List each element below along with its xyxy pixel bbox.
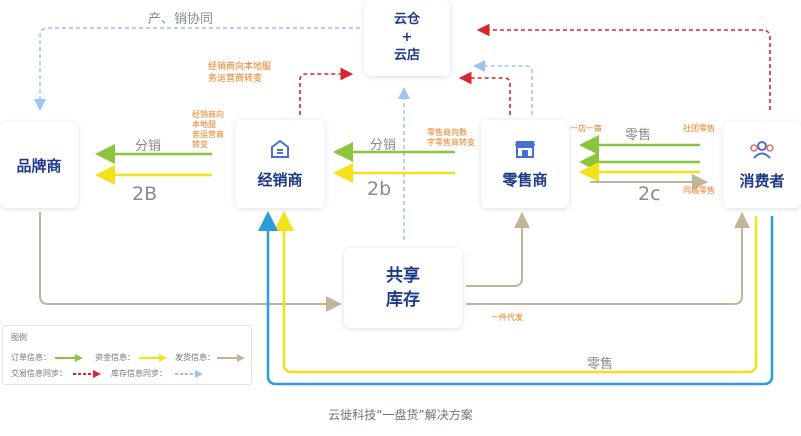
dist-side-note-line: 务运营商 (192, 130, 224, 139)
retail-side-note-line: 零售商向数 (427, 128, 467, 137)
ship-shared-to-consumer (466, 212, 750, 305)
retail-side-note-line: 字零售商转变 (427, 138, 475, 147)
retailer-label: 零售商 (502, 170, 548, 189)
retailer-node: 零售商 (481, 120, 569, 208)
legend-stock-sync: 库存信息同步： (111, 369, 167, 378)
stock-sync-retail-to-cloud (473, 60, 533, 115)
trade-sync-retail-to-cloud (458, 71, 511, 115)
shared-line2: 库存 (386, 290, 420, 310)
shared-line1: 共享 (386, 266, 420, 286)
cloud-line3: 云店 (393, 48, 420, 63)
legend-stock-arrow (175, 370, 203, 378)
trade-sync-consumer-to-cloud (476, 23, 771, 110)
tag-2b-mid: 2b (367, 178, 392, 200)
cloud-line1: 云仓 (393, 12, 420, 27)
ship-brand-to-shared (39, 212, 342, 312)
distributor-node: 经销商 (235, 120, 325, 208)
fenxiao-mid-label: 分销 (370, 138, 397, 153)
figure-caption: 云徙科技“一盘货”解决方案 (328, 408, 473, 422)
community-label: 社团零售 (683, 124, 715, 133)
store-icon (270, 139, 290, 163)
same-city-label: 同城零售 (683, 186, 715, 195)
shared-stock-node: 共享 库存 (344, 248, 462, 328)
legend-fund-arrow (139, 354, 167, 362)
tag-2c: 2c (638, 183, 661, 205)
legend-trade-arrow (73, 370, 101, 378)
dist-to-cloud-note-line: 经销商向本地服 (208, 62, 272, 72)
dist-to-cloud-note-line: 务运营商转变 (208, 74, 263, 84)
brand-label: 品牌商 (16, 156, 62, 175)
tag-2b-left: 2B (132, 183, 158, 205)
legend-ship-arrow (217, 354, 245, 362)
users-icon (749, 140, 775, 164)
cloud-line2: + (401, 30, 413, 45)
one-store-label: 一店一策 (570, 124, 602, 133)
legend-trade-sync: 交易信息同步： (11, 369, 67, 378)
legend-order-arrow (55, 354, 83, 362)
legend-fund: 资金信息： (95, 353, 135, 362)
dist-to-cloud-note: 经销商向本地服 务运营商转变 (208, 61, 271, 85)
dropship-label: 一件代发 (491, 313, 523, 322)
lingshou-bottom-label: 零售 (587, 357, 614, 372)
legend-ship: 发货信息： (175, 353, 215, 362)
shop-icon (514, 139, 536, 163)
legend-order: 订单信息： (11, 353, 51, 362)
ship-shared-to-retail (466, 212, 530, 287)
blue-consumer-to-dist (258, 211, 774, 386)
consumer-label: 消费者 (739, 171, 785, 190)
retail-side-note: 零售商向数 字零售商转变 (427, 128, 475, 148)
dist-side-note-line: 转变 (192, 140, 208, 149)
dist-side-note-line: 本地服 (192, 120, 216, 129)
fenxiao-left-label: 分销 (135, 139, 162, 154)
legend-title: 图例 (11, 333, 27, 342)
consumer-node: 消费者 (723, 122, 801, 208)
brand-node: 品牌商 (0, 122, 78, 208)
stock-sync-cloud-to-brand (34, 27, 360, 111)
top-flow-label: 产、销协同 (148, 12, 214, 27)
lingshou-right-label: 零售 (625, 128, 652, 143)
fund-consumer-to-dist (274, 211, 758, 374)
dist-side-note: 经销商向 本地服 务运营商 转变 (192, 110, 224, 150)
distributor-label: 经销商 (257, 170, 303, 189)
trade-sync-dist-to-cloud (299, 67, 354, 115)
legend: 图例 订单信息： 资金信息： 发货信息： 交易信息同步： 库存信息同步： (2, 325, 252, 385)
dist-side-note-line: 经销商向 (192, 110, 224, 119)
cloud-node: 云仓 + 云店 (364, 0, 450, 76)
